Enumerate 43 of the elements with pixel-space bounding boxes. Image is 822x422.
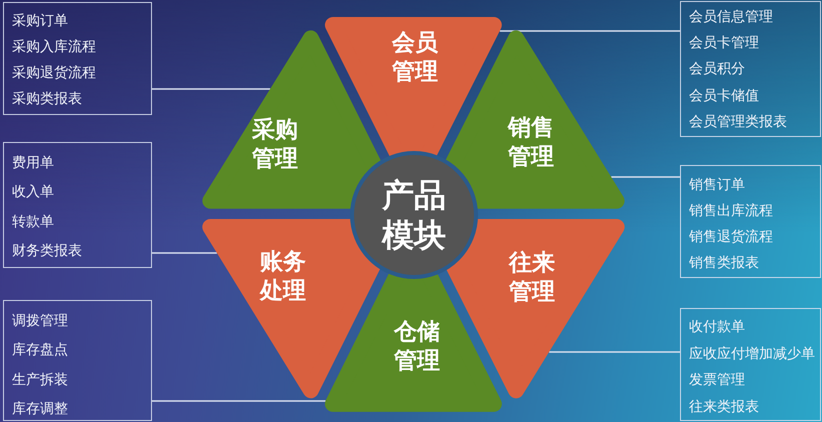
leader-line [549,351,680,353]
leader-line [152,252,217,254]
list-item: 生产拆装 [12,370,68,390]
list-item: 采购入库流程 [12,38,96,57]
list-box [680,165,821,278]
list-item: 会员积分 [689,60,745,80]
leader-line [152,88,270,90]
list-box [3,300,152,421]
list-item: 往来类报表 [689,398,759,418]
module-label: 采购管理 [250,116,299,174]
list-item: 收付款单 [689,318,745,337]
leader-line [611,176,680,178]
module-label: 会员管理 [390,28,439,87]
list-box [680,308,821,421]
list-item: 费用单 [12,154,54,173]
list-item: 采购订单 [12,12,68,31]
list-item: 会员卡储值 [689,86,759,106]
list-item: 应收应付增加减少单 [689,344,815,364]
list-item: 调拨管理 [12,312,68,331]
module-label: 仓储管理 [392,318,441,376]
list-item: 库存调整 [12,400,68,419]
list-item: 采购类报表 [12,90,82,109]
list-box [3,2,152,115]
list-box [3,142,152,268]
leader-line [500,30,680,32]
module-label: 账务处理 [258,248,307,306]
list-item: 收入单 [12,183,54,202]
list-item: 库存盘点 [12,341,68,360]
module-label: 往来管理 [508,248,556,307]
list-item: 发票管理 [689,371,745,390]
list-item: 销售出库流程 [689,202,773,221]
module-label: 销售管理 [506,114,555,172]
list-item: 销售退货流程 [689,228,773,247]
list-item: 财务类报表 [12,242,82,261]
list-item: 销售订单 [689,176,745,195]
list-item: 会员信息管理 [689,8,773,27]
list-box [680,1,821,137]
leader-line [152,400,326,402]
list-item: 采购退货流程 [12,64,96,83]
list-item: 会员管理类报表 [689,112,787,132]
list-item: 会员卡管理 [689,34,759,54]
list-item: 销售类报表 [689,254,759,273]
list-item: 转款单 [12,212,54,232]
